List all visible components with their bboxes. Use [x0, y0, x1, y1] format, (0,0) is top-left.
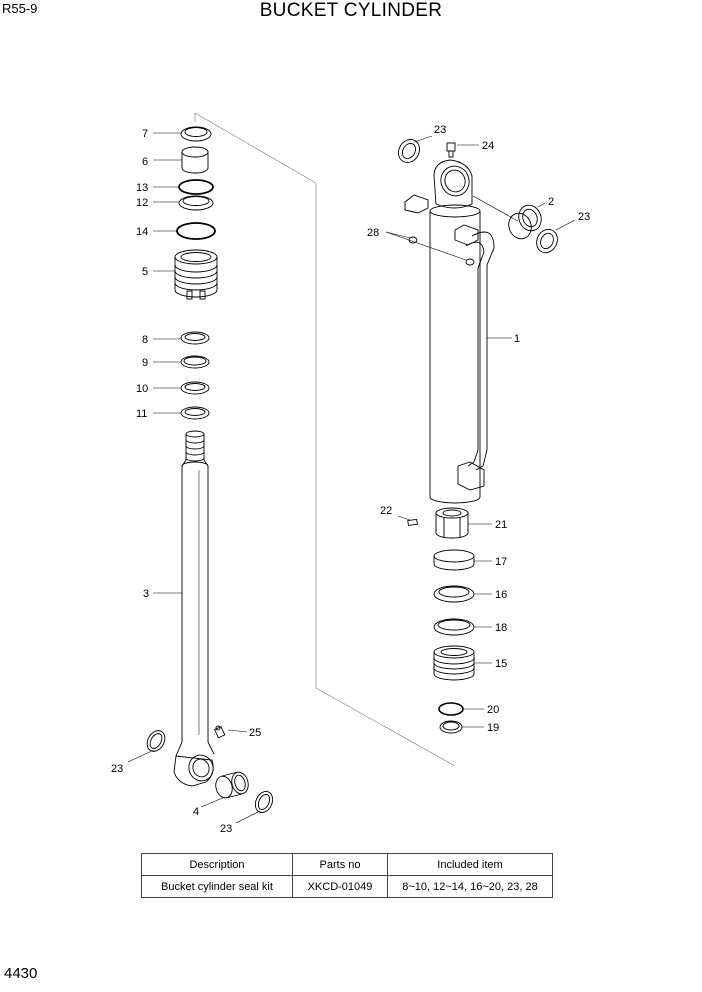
part-28-o-ring-a — [408, 236, 418, 244]
callout-25: 25 — [249, 727, 261, 739]
callout-24: 24 — [482, 140, 494, 152]
callout-4: 4 — [193, 806, 199, 818]
callout-3: 3 — [143, 588, 149, 600]
header-parts-no: Parts no — [292, 853, 388, 876]
callout-12: 12 — [136, 197, 148, 209]
part-5-rod-cover — [174, 249, 218, 300]
callout-9: 9 — [142, 357, 148, 369]
callout-23-left: 23 — [111, 763, 123, 775]
callout-19: 19 — [487, 722, 499, 734]
callout-2: 2 — [548, 196, 554, 208]
callout-8: 8 — [142, 334, 148, 346]
cell-included-item: 8~10, 12~14, 16~20, 23, 28 — [387, 875, 553, 898]
part-1-tube-assembly — [404, 159, 495, 504]
part-13-o-ring — [178, 179, 214, 195]
callout-22: 22 — [380, 505, 392, 517]
part-23-dust-seal-left — [146, 730, 166, 752]
part-3-rod — [175, 430, 215, 757]
callout-23-top: 23 — [434, 124, 446, 136]
table-row: Bucket cylinder seal kit XKCD-01049 8~10… — [141, 875, 553, 898]
callout-16: 16 — [495, 589, 507, 601]
callout-1: 1 — [514, 333, 520, 345]
part-6-bushing — [181, 146, 209, 174]
part-2-pin-bushing — [508, 204, 542, 240]
cell-parts-no: XKCD-01049 — [292, 875, 388, 898]
part-4-pin-bushing — [215, 771, 249, 799]
part-12-backup-ring — [178, 195, 214, 211]
part-23-dust-seal-top — [398, 139, 420, 163]
part-19-backup-ring — [439, 720, 463, 734]
callout-21: 21 — [495, 519, 507, 531]
callout-28: 28 — [367, 227, 379, 239]
part-28-o-ring-b — [465, 258, 475, 266]
part-7-wiper-ring — [180, 126, 212, 142]
callout-20: 20 — [487, 704, 499, 716]
callout-11: 11 — [136, 408, 147, 420]
leader-lines — [127, 132, 576, 824]
callout-13: 13 — [136, 182, 148, 194]
seal-kit-table: Description Parts no Included item Bucke… — [141, 853, 553, 898]
callout-10: 10 — [136, 383, 148, 395]
table-header-row: Description Parts no Included item — [141, 853, 553, 876]
callout-18: 18 — [495, 622, 507, 634]
part-11-retaining-ring — [180, 406, 210, 420]
part-17-wear-ring — [433, 549, 475, 571]
part-15-piston — [433, 645, 475, 681]
callout-5: 5 — [142, 266, 148, 278]
callout-7: 7 — [142, 128, 148, 140]
part-20-o-ring — [438, 702, 464, 716]
part-23-dust-seal-right — [536, 228, 558, 254]
header-description: Description — [141, 853, 293, 876]
callout-15: 15 — [495, 658, 507, 670]
callout-17: 17 — [495, 556, 507, 568]
part-25-grease-nipple — [213, 725, 226, 739]
page-number: 4430 — [4, 965, 38, 982]
rod-eye — [173, 754, 214, 787]
callout-6: 6 — [142, 156, 148, 168]
page-title: BUCKET CYLINDER — [259, 0, 443, 21]
part-10-buffer-ring — [180, 381, 210, 395]
part-16-piston-seal — [433, 585, 475, 603]
part-8-rod-seal — [180, 331, 210, 345]
part-18-wear-ring — [433, 618, 475, 636]
callout-23-bottom: 23 — [220, 823, 232, 835]
part-9-backup-ring — [180, 355, 210, 369]
part-22-set-screw — [407, 518, 418, 527]
part-21-piston-nut — [435, 507, 469, 539]
callout-14: 14 — [136, 226, 148, 238]
header-included-item: Included item — [387, 853, 553, 876]
assembly-guide-line — [194, 112, 456, 767]
cell-description: Bucket cylinder seal kit — [141, 875, 293, 898]
part-23-dust-seal-bottom — [254, 791, 274, 813]
part-24-grease-nipple — [446, 142, 456, 158]
callout-23-right: 23 — [578, 211, 590, 223]
part-14-o-ring — [176, 222, 216, 240]
model-code: R55-9 — [2, 1, 38, 16]
